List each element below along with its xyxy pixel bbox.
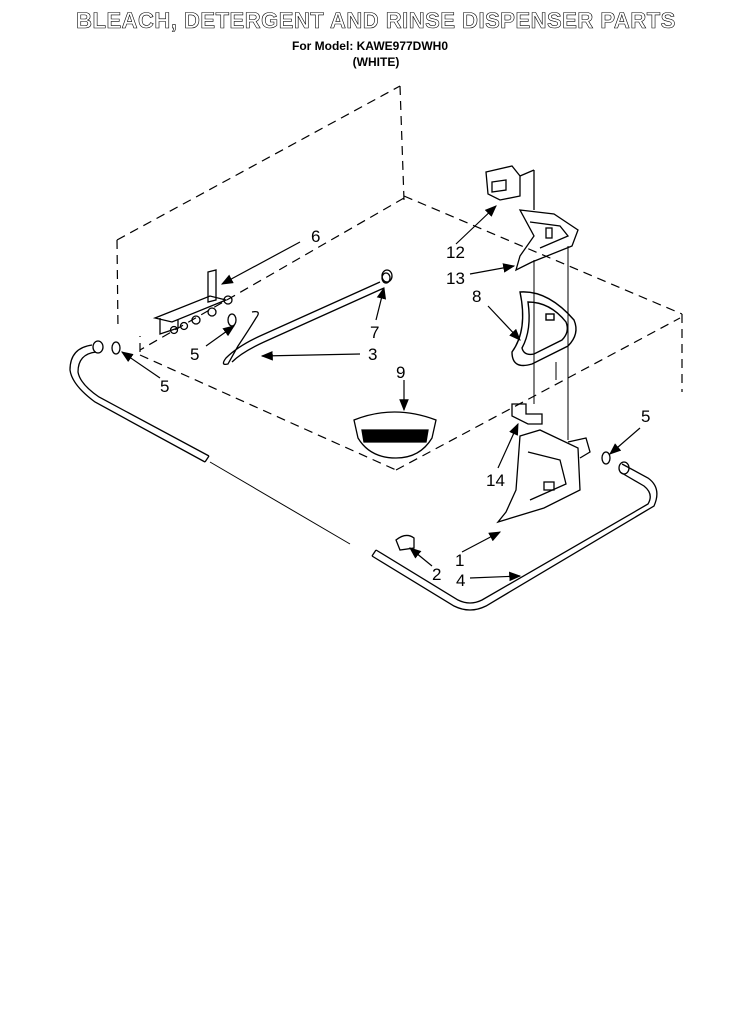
callout-2: 2 <box>432 565 441 584</box>
callout-5-right: 5 <box>641 407 650 426</box>
part-6-bracket <box>152 269 233 335</box>
callout-6: 6 <box>311 227 320 246</box>
leader-arrows <box>121 205 641 582</box>
callout-9: 9 <box>396 363 405 382</box>
callout-5-upper: 5 <box>190 345 199 364</box>
alignment-lines <box>533 246 569 440</box>
part-13-housing <box>514 209 579 272</box>
callout-12: 12 <box>446 243 465 262</box>
part-12-top-cover <box>485 165 535 210</box>
part-8-seal <box>511 291 577 367</box>
callout-4: 4 <box>456 571 465 590</box>
callout-5-left: 5 <box>160 377 169 396</box>
part-4-hose-right <box>371 451 658 611</box>
part-9-cup <box>353 411 437 459</box>
reference-outline <box>116 85 683 471</box>
part-5-clamp-upper <box>227 313 237 327</box>
part-1-base <box>496 429 591 524</box>
callout-13: 13 <box>446 269 465 288</box>
part-7-clamp <box>381 269 393 283</box>
callout-8: 8 <box>472 287 481 306</box>
part-2-clip <box>395 534 415 551</box>
part-3-tube <box>222 272 391 366</box>
page-title: BLEACH, DETERGENT AND RINSE DISPENSER PA… <box>76 8 676 34</box>
callout-14: 14 <box>486 471 505 490</box>
callout-1: 1 <box>455 551 464 570</box>
callout-3: 3 <box>368 345 377 364</box>
callout-7: 7 <box>370 323 379 342</box>
model-label: For Model: KAWE977DWH0 <box>291 39 448 53</box>
part-14-bracket <box>511 403 543 425</box>
part-4-hose-left <box>69 340 351 545</box>
color-label: (WHITE) <box>352 55 400 69</box>
